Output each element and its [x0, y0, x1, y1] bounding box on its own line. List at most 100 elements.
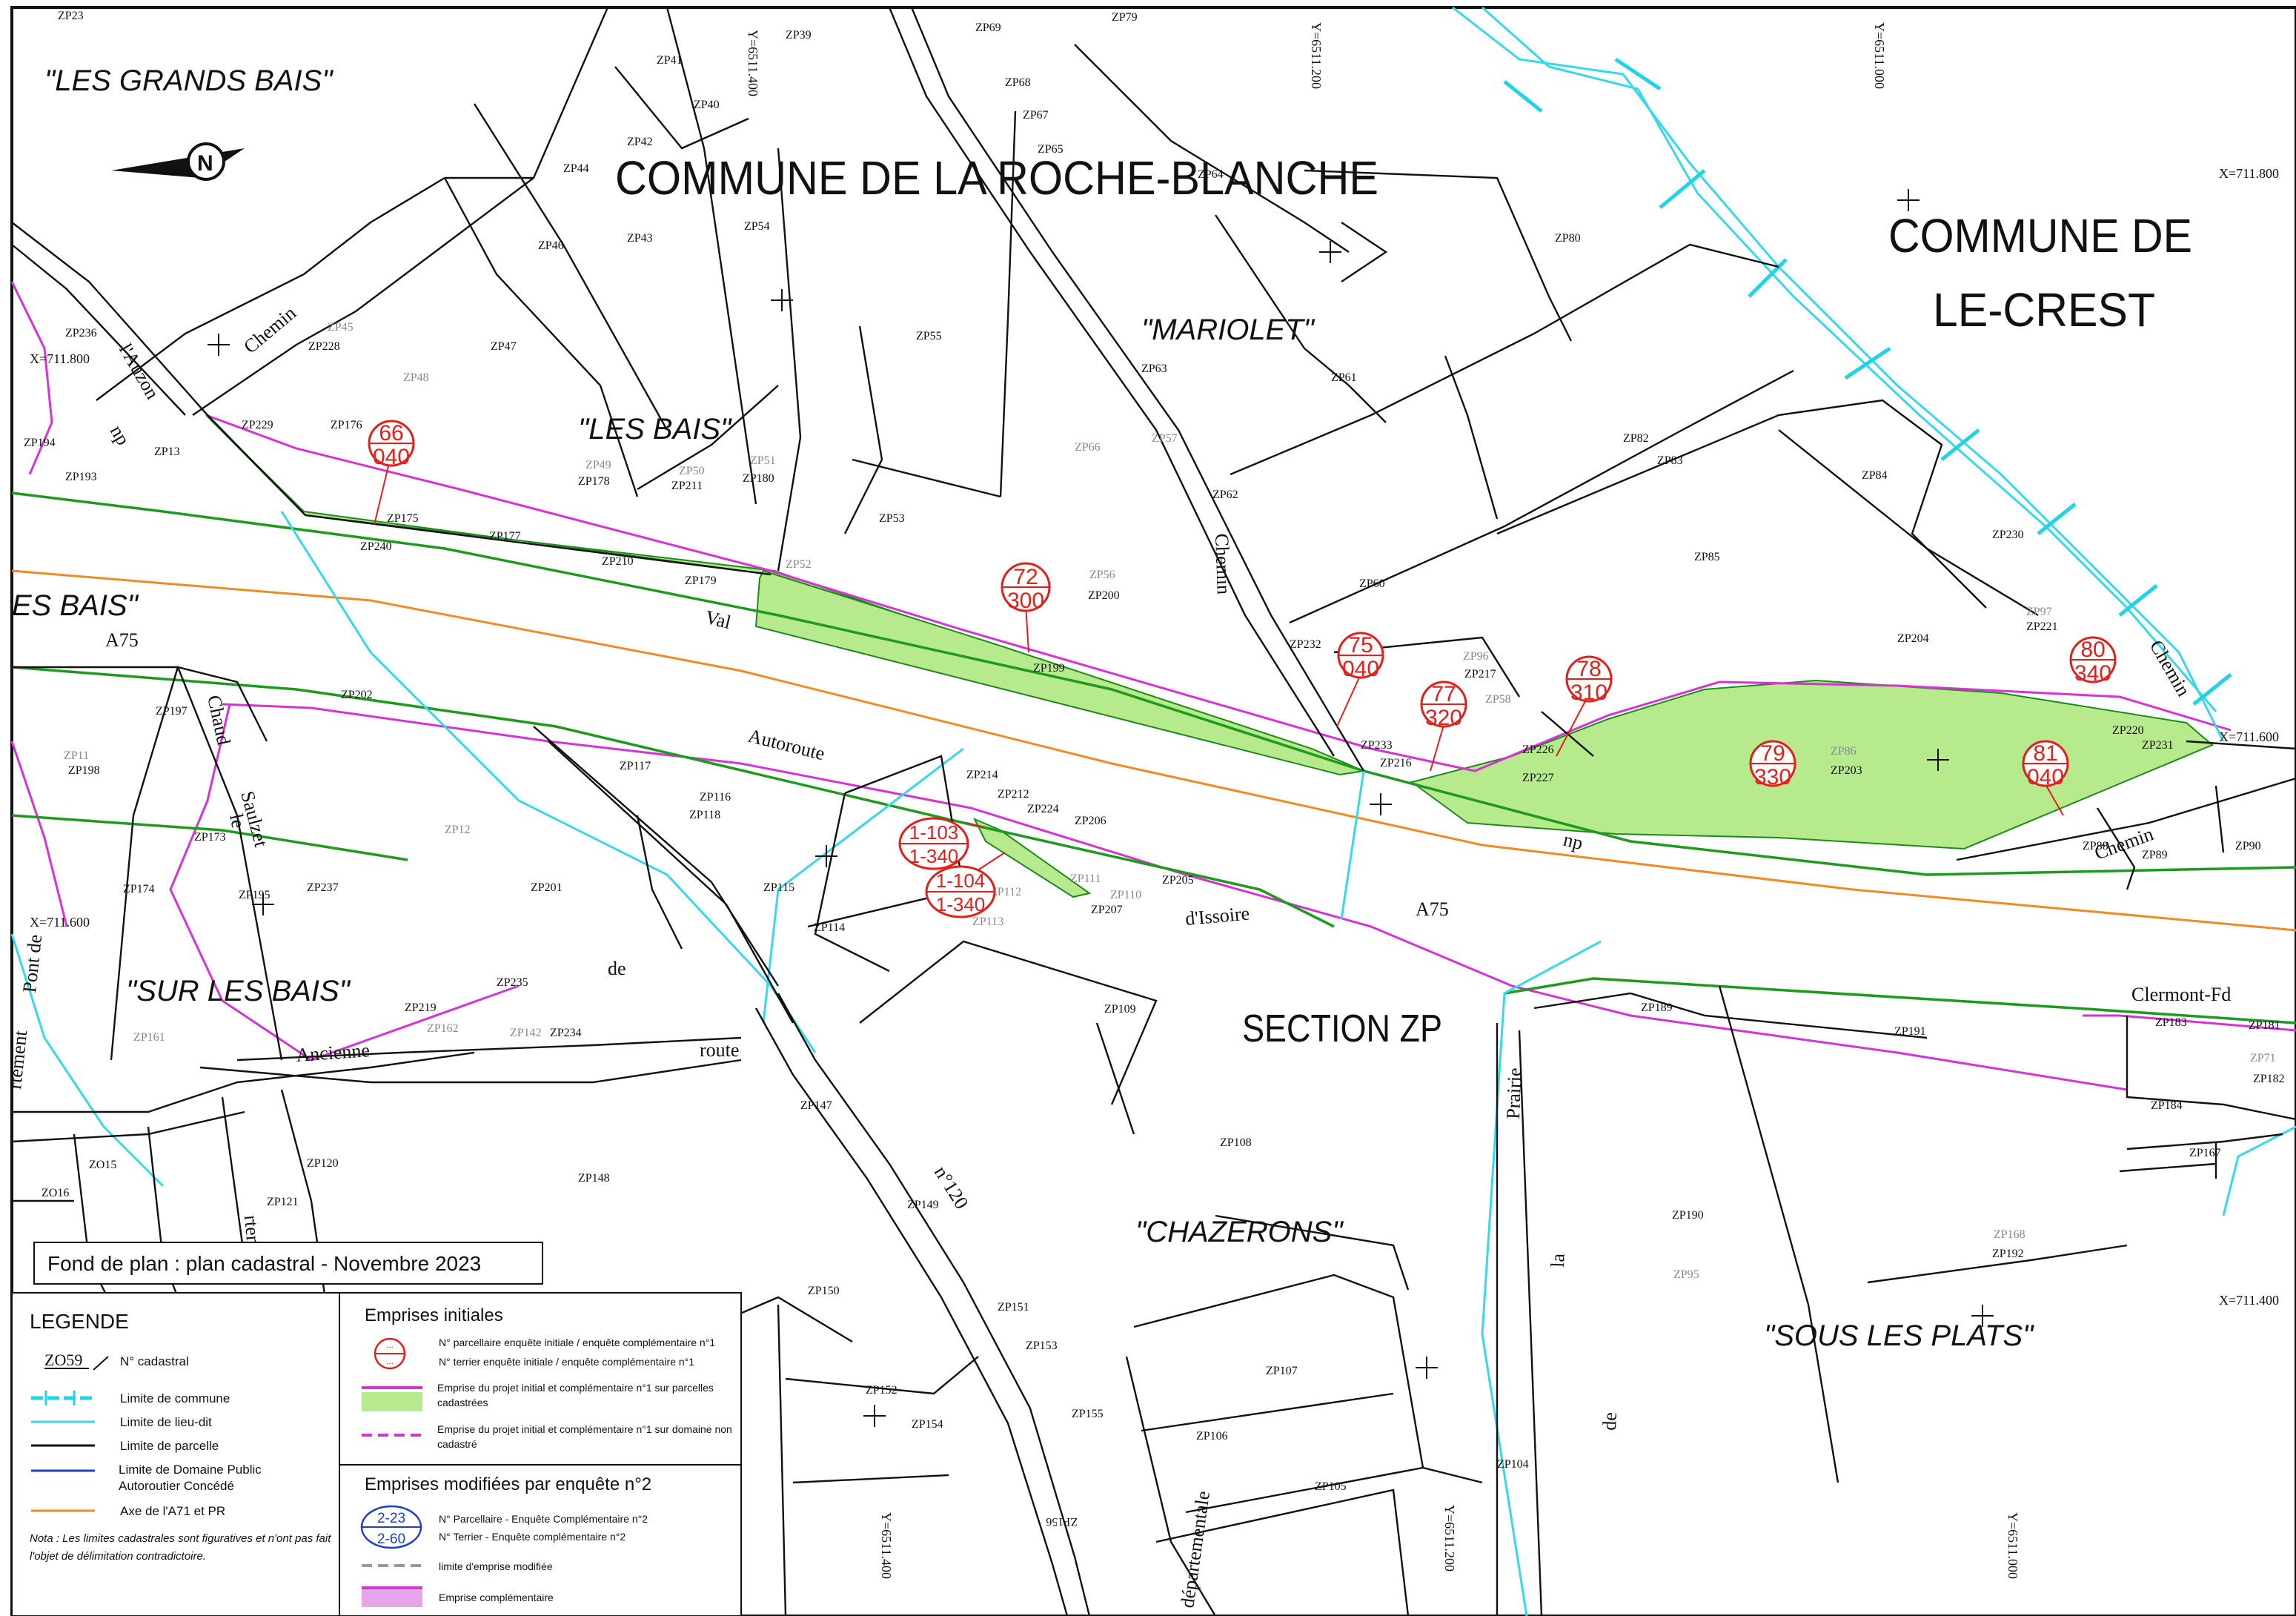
commune-limit-ticks [1503, 57, 2232, 706]
parcel-label: ZP189 [1641, 1001, 1673, 1014]
old-parcel-label: ZP110 [1110, 889, 1141, 901]
marker-top: 78 [1576, 657, 1601, 681]
lieudit-label: ES BAIS" [12, 589, 139, 622]
commune-neighbor-label-1: COMMUNE DE [1888, 209, 2192, 262]
parcel-label: ZP54 [744, 220, 770, 233]
lieudit-label: "LES GRANDS BAIS" [44, 64, 334, 97]
old-parcel-label: ZP113 [972, 915, 1003, 928]
emprise-markers: 66 040 72 300 75 040 77 320 [368, 420, 2117, 918]
old-parcel-label: ZP66 [1075, 441, 1101, 454]
commune-neighbor-label-2: LE-CREST [1933, 283, 2155, 337]
legend-green-swatch [362, 1392, 422, 1411]
svg-text:N: N [197, 151, 213, 176]
parcel-label: ZP150 [808, 1285, 840, 1297]
emprise-marker[interactable]: 72 300 [1001, 562, 1051, 653]
parcel-label: ZP121 [267, 1196, 299, 1208]
parcel-label: ZP174 [123, 883, 155, 895]
parcel-label: ZP204 [1897, 632, 1929, 645]
legend-modified-title: Emprises modifiées par enquête n°2 [365, 1474, 651, 1494]
lieudit-label: "SUR LES BAIS" [126, 975, 351, 1007]
parcel-label: ZP53 [879, 512, 905, 525]
parcel-label: ZP233 [1361, 739, 1393, 752]
legend-red-marker-icon: ... ... [374, 1337, 406, 1370]
parcel-label: ZP114 [814, 921, 845, 934]
emprise-marker[interactable]: 1-103 1-340 [898, 817, 985, 870]
parcel-label: ZO16 [42, 1187, 69, 1199]
parcel-label: ZP65 [1038, 143, 1064, 156]
parcel-label: ZP231 [2142, 739, 2174, 752]
parcel-label: ZP104 [1497, 1458, 1529, 1471]
emprise-marker[interactable]: 79 330 [1749, 740, 1796, 789]
emprise-marker[interactable]: 81 040 [2022, 740, 2069, 816]
parcel-label: ZP120 [307, 1157, 339, 1170]
road-label: A75 [105, 629, 139, 651]
parcel-label: ZP90 [2235, 840, 2261, 852]
parcel-label: ZP23 [58, 10, 84, 22]
legend: LEGENDE ZO59 N° cadastral Limite de comm… [11, 1292, 742, 1616]
parcel-label: ZP42 [627, 136, 653, 148]
parcel-label: ZP117 [620, 760, 651, 772]
parcel-label: ZP60 [1359, 577, 1385, 590]
legend-initial-item: N° parcellaire enquête initiale / enquêt… [439, 1337, 715, 1348]
parcel-label: ZP227 [1522, 772, 1554, 784]
emprise-marker[interactable]: 1-104 1-340 [925, 852, 1006, 918]
parcel-label: ZP194 [24, 437, 56, 449]
emprise-marker[interactable]: 75 040 [1336, 632, 1384, 727]
legend-item: Limite de lieu-dit [120, 1415, 212, 1429]
marker-top: 1-103 [909, 821, 959, 844]
parcel-label: ZP80 [1555, 232, 1581, 245]
emprise-boundaries [10, 281, 2296, 1091]
parcel-label: ZP46 [538, 239, 564, 252]
parcel-label: ZP55 [916, 330, 942, 342]
marker-top: 80 [2080, 638, 2105, 662]
coordinate-label: Y=6511.200 [1309, 22, 1324, 89]
old-parcel-label: ZP57 [1152, 432, 1178, 445]
parcel-label: ZP214 [966, 769, 998, 781]
coordinate-label: Y=6511.000 [2005, 1512, 2020, 1579]
emprise-marker[interactable]: 77 320 [1420, 680, 1467, 772]
old-parcel-label: ZP96 [1463, 650, 1489, 663]
legend-domain-text-wrap: Limite de Domaine Public Autoroutier Con… [119, 1463, 262, 1493]
lieudit-label: "SOUS LES PLATS" [1764, 1319, 2034, 1352]
coordinate-label: Y=6511.400 [879, 1512, 894, 1579]
parcel-label: ZP193 [65, 471, 97, 483]
legend-initial-item: Emprise du projet initial et complémenta… [437, 1382, 714, 1408]
coordinate-label: X=711.800 [30, 351, 90, 366]
old-parcel-label: ZP12 [445, 824, 471, 836]
emprise-marker[interactable]: 80 340 [2069, 636, 2117, 686]
road-label: de [1599, 1412, 1621, 1431]
parcel-label: ZP47 [491, 340, 517, 353]
old-parcel-label: ZP56 [1089, 569, 1115, 581]
section-label: SECTION ZP [1242, 1007, 1442, 1050]
marker-bottom: 310 [1570, 680, 1607, 705]
road-label: A75 [1416, 898, 1449, 920]
marker-bottom: 320 [1425, 706, 1462, 730]
marker-bottom: 300 [1007, 589, 1044, 613]
emprise-marker[interactable]: 78 310 [1556, 655, 1613, 757]
legend-item: Limite de Domaine Public Autoroutier Con… [119, 1463, 262, 1493]
emprise-zone-middle [754, 569, 1367, 776]
parcel-label: ZP109 [1104, 1003, 1136, 1016]
parcel-label: ZP40 [694, 99, 720, 111]
parcel-label: ZP106 [1196, 1430, 1228, 1443]
commune-main-label: COMMUNE DE LA ROCHE-BLANCHE [615, 151, 1378, 205]
parcel-label: ZP88 [2083, 840, 2108, 852]
emprise-marker[interactable]: 66 040 [368, 420, 415, 526]
parcel-label: ZP82 [1623, 432, 1649, 445]
coordinate-label: Y=6511.400 [746, 30, 760, 96]
parcel-label: ZP211 [671, 480, 703, 492]
old-parcel-label: ZP45 [328, 321, 354, 334]
legend-modified-sample-bottom: 2-60 [377, 1531, 405, 1547]
parcel-label: ZP116 [700, 791, 731, 804]
parcel-label: ZP154 [912, 1418, 943, 1431]
parcel-label: ZP181 [2249, 1019, 2280, 1032]
parcel-label: ZP173 [194, 831, 226, 844]
road-label: Clermont-Fd [2131, 984, 2231, 1005]
coordinate-label: X=711.600 [2219, 729, 2279, 744]
legend-initial-item: Emprise du projet initial et complémenta… [437, 1423, 732, 1450]
legend-modified-item: Emprise complémentaire [439, 1592, 554, 1603]
parcel-label: ZO15 [89, 1159, 116, 1171]
road-label: route [700, 1039, 739, 1061]
north-arrow-icon: N [111, 142, 245, 181]
